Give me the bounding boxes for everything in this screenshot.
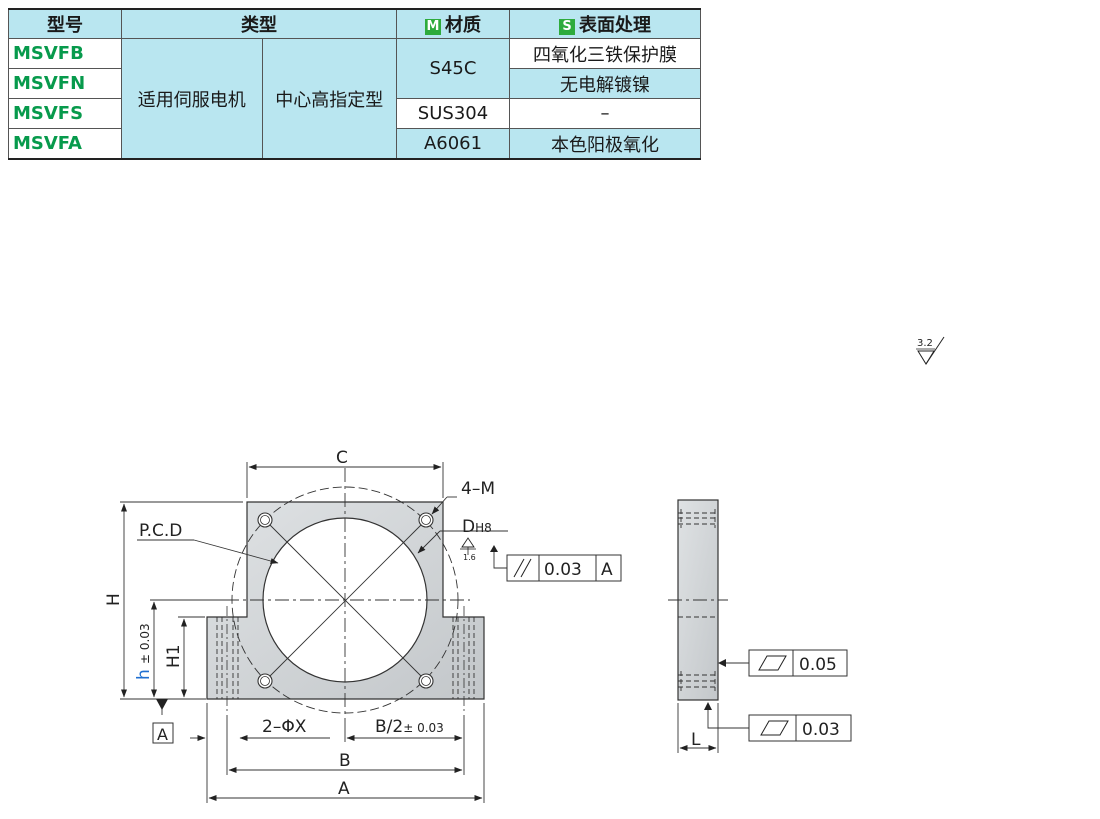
flatness-frame-2: 0.03 bbox=[704, 702, 852, 742]
flatness-value-1: 0.05 bbox=[799, 655, 837, 675]
flatness-icon bbox=[760, 720, 789, 736]
model-cell: MSVFA bbox=[8, 128, 122, 160]
dim-L-label: L bbox=[691, 730, 701, 750]
side-view bbox=[668, 499, 728, 753]
dim-4M-label: 4–M bbox=[461, 479, 495, 499]
model-cell: MSVFB bbox=[8, 38, 122, 69]
dim-H-label: H bbox=[104, 593, 124, 606]
bore-roughness-value: 1.6 bbox=[463, 553, 476, 562]
tapped-hole-icon bbox=[257, 673, 273, 689]
datum-label: A bbox=[157, 725, 168, 744]
material-cell: S45C bbox=[396, 38, 510, 99]
table-row: MSVFS SUS304 – bbox=[8, 98, 701, 129]
flatness-icon bbox=[758, 655, 787, 671]
surface-cell: 无电解镀镍 bbox=[509, 68, 701, 99]
parallelism-value: 0.03 bbox=[544, 560, 582, 580]
dim-h-tolerance: ± 0.03 bbox=[138, 623, 152, 664]
table-row: MSVFB 适用伺服电机 中心高指定型 S45C 四氧化三铁保护膜 bbox=[8, 38, 701, 160]
parallelism-datum: A bbox=[601, 560, 613, 580]
header-surface-label: 表面处理 bbox=[579, 15, 651, 36]
type-cell-center-height: 中心高指定型 bbox=[261, 38, 398, 160]
front-view bbox=[206, 468, 485, 722]
material-cell: A6061 bbox=[396, 128, 510, 160]
surface-badge-icon: S bbox=[559, 19, 575, 35]
dim-2X-label: 2–ΦX bbox=[262, 717, 307, 737]
material-badge-icon: M bbox=[425, 19, 441, 35]
roughness-value: 3.2 bbox=[917, 338, 933, 349]
dim-B2-label: B/2± 0.03 bbox=[375, 717, 444, 737]
parallelism-icon bbox=[513, 558, 525, 578]
table-row: MSVFA A6061 本色阳极氧化 bbox=[8, 128, 701, 160]
bore-roughness-icon: 1.6 bbox=[460, 537, 476, 562]
dim-h-label: h bbox=[134, 669, 154, 680]
dimensions-front bbox=[120, 462, 508, 803]
tapped-hole-icon bbox=[418, 512, 434, 528]
model-cell: MSVFN bbox=[8, 68, 122, 99]
datum-box bbox=[152, 722, 174, 744]
type-cell-motor: 适用伺服电机 bbox=[121, 38, 263, 160]
surface-cell: 本色阳极氧化 bbox=[509, 128, 701, 160]
parallelism-frame: 0.03 A bbox=[490, 545, 622, 582]
flatness-value-2: 0.03 bbox=[802, 720, 840, 740]
header-material-label: 材质 bbox=[445, 15, 481, 36]
tapped-hole-icon bbox=[418, 673, 434, 689]
dim-B-label: B bbox=[339, 751, 351, 771]
model-cell: MSVFS bbox=[8, 98, 122, 129]
surface-cell: – bbox=[509, 98, 701, 129]
dim-H1-label: H1 bbox=[164, 644, 184, 668]
dim-PCD-label: P.C.D bbox=[139, 521, 182, 541]
datum-triangle-icon bbox=[156, 699, 168, 710]
tapped-hole-icon bbox=[257, 512, 273, 528]
dim-C-label: C bbox=[336, 448, 348, 468]
dim-A-label: A bbox=[338, 779, 350, 799]
material-cell: SUS304 bbox=[396, 98, 510, 129]
flatness-frame-1: 0.05 bbox=[718, 649, 848, 677]
surface-cell: 四氧化三铁保护膜 bbox=[509, 38, 701, 69]
dim-D-label: DH8 bbox=[462, 517, 492, 537]
roughness-symbol-icon: 3.2 bbox=[916, 336, 945, 365]
table-row: MSVFN 无电解镀镍 bbox=[8, 68, 701, 99]
